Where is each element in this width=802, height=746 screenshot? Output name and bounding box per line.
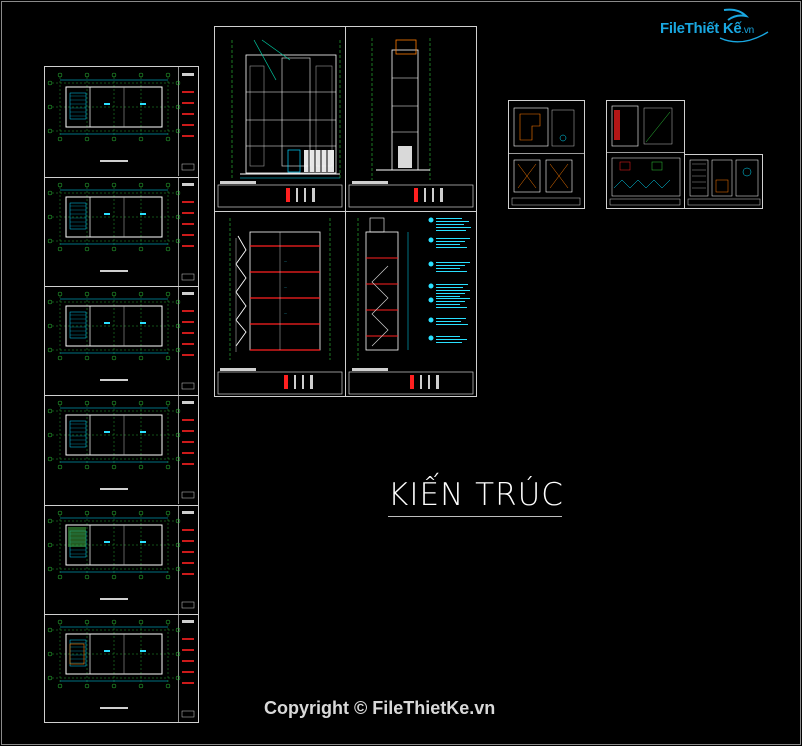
section-b [348,217,474,395]
logo-domain: .vn [741,25,754,36]
section-title: KIẾN TRÚC [388,475,564,519]
section-a: — — — [217,218,343,395]
title-underline [388,516,562,517]
logo-name: FileThiết Kế [660,20,742,37]
copyright-text: Copyright © FileThietKe.vn [264,698,496,718]
floor-plan-1 [47,67,195,176]
elevation-section-block: — — — [214,26,477,397]
floor-plan-4 [44,395,199,504]
elevation-front [217,39,343,208]
floor-plan-5 [44,505,199,614]
logo-icon [719,8,769,43]
detail-sheet-1 [508,100,585,209]
floor-plan-column [44,66,199,723]
floor-plan-6 [44,614,199,723]
floor-plan-frame [44,66,199,723]
elevation-side [348,38,474,208]
svg-text:—: — [284,285,287,289]
filethietke-logo: FileThiết Kế.vn [660,8,772,48]
page-title: KIẾN TRÚC [388,477,564,513]
logo-wordmark: FileThiết Kế.vn [660,20,754,37]
svg-text:—: — [284,259,287,263]
section-notes [428,217,471,343]
detail-sheet-3 [684,154,763,209]
floor-plan-3 [44,286,199,395]
detail-sheet-2 [606,100,685,209]
floor-plan-2 [44,177,199,286]
svg-text:—: — [284,311,287,315]
